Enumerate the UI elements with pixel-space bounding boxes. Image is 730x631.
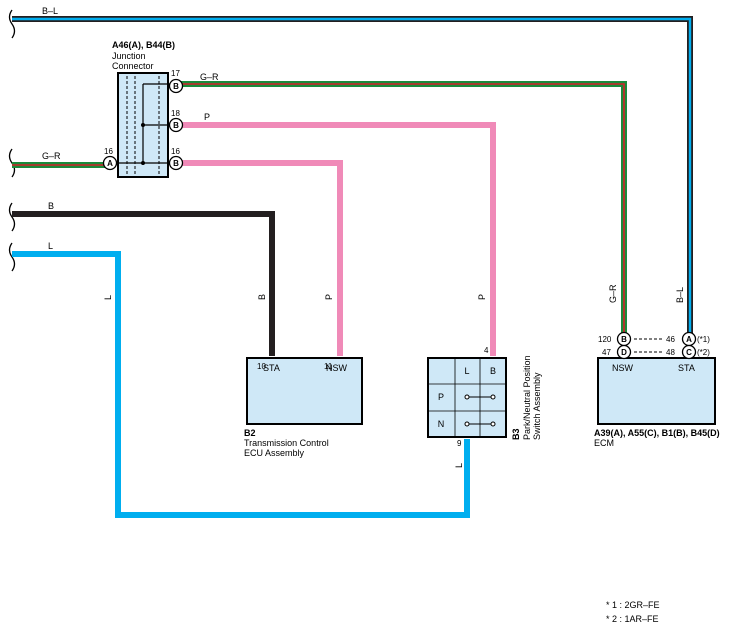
wire-break-marks	[8, 9, 16, 272]
b2-box	[246, 357, 363, 425]
label-p-mid-vertical: P	[324, 294, 334, 300]
b3-code: B3	[511, 428, 521, 440]
junction-pin16a-circle	[102, 155, 118, 171]
junction-pin18-num: 18	[171, 109, 180, 118]
junction-connector	[116, 72, 170, 178]
label-l-vertical: L	[103, 295, 113, 300]
label-l-bottom-vertical: L	[454, 463, 464, 468]
b3-contacts	[464, 394, 496, 427]
b2-name-1: Transmission Control	[244, 438, 329, 448]
ecm-row2-right-circle	[681, 344, 697, 360]
b2-name-2: ECU Assembly	[244, 448, 305, 458]
junction-name-1: Junction	[112, 51, 146, 61]
junction-pin16a-num: 16	[104, 147, 113, 156]
junction-title: A46(A), B44(B)	[112, 40, 175, 50]
ecm-term-nsw: NSW	[612, 363, 634, 373]
ecm-name: ECM	[594, 438, 614, 448]
junction-pin16a-conn: A	[107, 159, 113, 168]
wire-p-to-b3	[176, 122, 496, 356]
b2-ecu-box: 10 11 STA NSW	[246, 357, 363, 425]
wire-p-to-b2	[176, 160, 343, 356]
ecm-row1-note: (*1)	[697, 335, 710, 344]
label-p-right-vertical: P	[477, 294, 487, 300]
wire-l-blue	[12, 251, 470, 518]
junction-pin16b-circle	[168, 155, 184, 171]
label-g-r-vertical: G–R	[608, 284, 618, 303]
footnote-1: * 1 : 2GR–FE	[606, 600, 660, 610]
junction-pin16b-conn: B	[173, 159, 179, 168]
label-p-top: P	[204, 112, 210, 122]
junction-pin18-circle	[168, 117, 184, 133]
b3-name-2: Switch Assembly	[532, 372, 542, 440]
b2-pin-nsw: 11	[324, 362, 333, 371]
junction-pin18-conn: B	[173, 121, 179, 130]
ecm-row1-right-conn: A	[686, 335, 692, 344]
ecm-row2-right-num: 48	[666, 348, 675, 357]
ecm-title: A39(A), A55(C), B1(B), B45(D)	[594, 428, 720, 438]
label-b-l-top: B–L	[42, 6, 58, 16]
b2-term-sta: STA	[263, 363, 280, 373]
ecm-row2-left-conn: D	[621, 348, 627, 357]
wire-b-l	[12, 16, 693, 333]
label-g-r-top: G–R	[200, 72, 219, 82]
junction-pin17-conn: B	[173, 82, 179, 91]
b3-pin-bottom: 9	[457, 439, 462, 448]
b2-term-nsw: NSW	[326, 363, 348, 373]
label-b-left: B	[48, 201, 54, 211]
junction-pin16b-num: 16	[171, 147, 180, 156]
junction-dots	[141, 123, 145, 165]
ecm-box: NSW STA	[597, 357, 716, 425]
b3-switch: L B P N 4 9	[427, 346, 507, 448]
junction-pin17-num: 17	[171, 69, 180, 78]
break-mark-bl	[8, 9, 16, 39]
wire-g-r-right	[176, 81, 627, 333]
ecm-term-sta: STA	[678, 363, 695, 373]
b2-pin-sta: 10	[257, 362, 266, 371]
ecm-row2-left-num: 47	[602, 348, 611, 357]
footnote-2: * 2 : 1AR–FE	[606, 614, 659, 624]
label-b-l-vertical: B–L	[675, 287, 685, 303]
ecm-row1-left-num: 120	[598, 335, 612, 344]
label-l-left: L	[48, 241, 53, 251]
ecm-row2-note: (*2)	[697, 348, 710, 357]
junction-pin17-circle	[168, 78, 184, 94]
b3-cell-p: P	[438, 392, 444, 402]
ecm-row2-right-conn: C	[686, 348, 692, 357]
wire-b-black	[12, 211, 275, 356]
ecm-row2-left-circle	[616, 344, 632, 360]
b2-code: B2	[244, 428, 256, 438]
b3-name-1: Park/Neutral Position	[522, 355, 532, 440]
ecm-row1-right-num: 46	[666, 335, 675, 344]
b3-cell-l: L	[464, 366, 469, 376]
label-b-vertical: B	[257, 294, 267, 300]
junction-dashes	[126, 76, 160, 174]
b3-pin-top: 4	[484, 346, 489, 355]
ecm-rect	[597, 357, 716, 425]
junction-name-2: Connector	[112, 61, 154, 71]
b3-cell-b: B	[490, 366, 496, 376]
b3-cell-n: N	[438, 419, 445, 429]
label-g-r-left: G–R	[42, 151, 61, 161]
ecm-row1-left-conn: B	[621, 335, 627, 344]
